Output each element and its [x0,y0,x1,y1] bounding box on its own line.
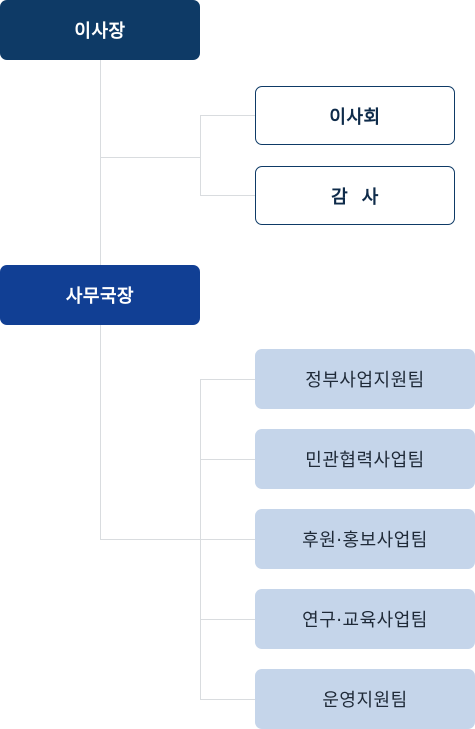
team-stub-3 [200,539,255,540]
board-branch-line [100,157,200,158]
team-label: 민관협력사업팀 [305,450,425,471]
team-label: 정부사업지원팀 [305,370,425,391]
team-label: 운영지원팀 [322,690,408,711]
board-of-directors-box: 이사회 [255,86,455,145]
board-of-directors-label: 이사회 [329,106,381,128]
team-stub-2 [200,459,255,460]
auditor-label: 감 사 [331,186,379,208]
auditor-box: 감 사 [255,166,455,225]
team-stub-1 [200,379,255,380]
board-stub-2 [200,195,255,196]
team-box-sponsorship-pr: 후원·홍보사업팀 [255,509,475,569]
team-box-public-private: 민관협력사업팀 [255,429,475,489]
board-stub-1 [200,115,255,116]
team-stub-4 [200,619,255,620]
team-box-research-education: 연구·교육사업팀 [255,589,475,649]
team-box-operations-support: 운영지원팀 [255,669,475,729]
secretary-general-box: 사무국장 [0,265,200,325]
team-bracket-line [200,379,201,700]
team-label: 후원·홍보사업팀 [302,530,428,551]
team-stub-5 [200,699,255,700]
team-box-government-projects: 정부사업지원팀 [255,349,475,409]
secretary-general-label: 사무국장 [65,286,135,307]
chairman-label: 이사장 [74,21,126,42]
team-label: 연구·교육사업팀 [302,610,428,631]
chairman-box: 이사장 [0,0,200,60]
team-branch-line [100,539,200,540]
board-bracket-line [200,115,201,196]
